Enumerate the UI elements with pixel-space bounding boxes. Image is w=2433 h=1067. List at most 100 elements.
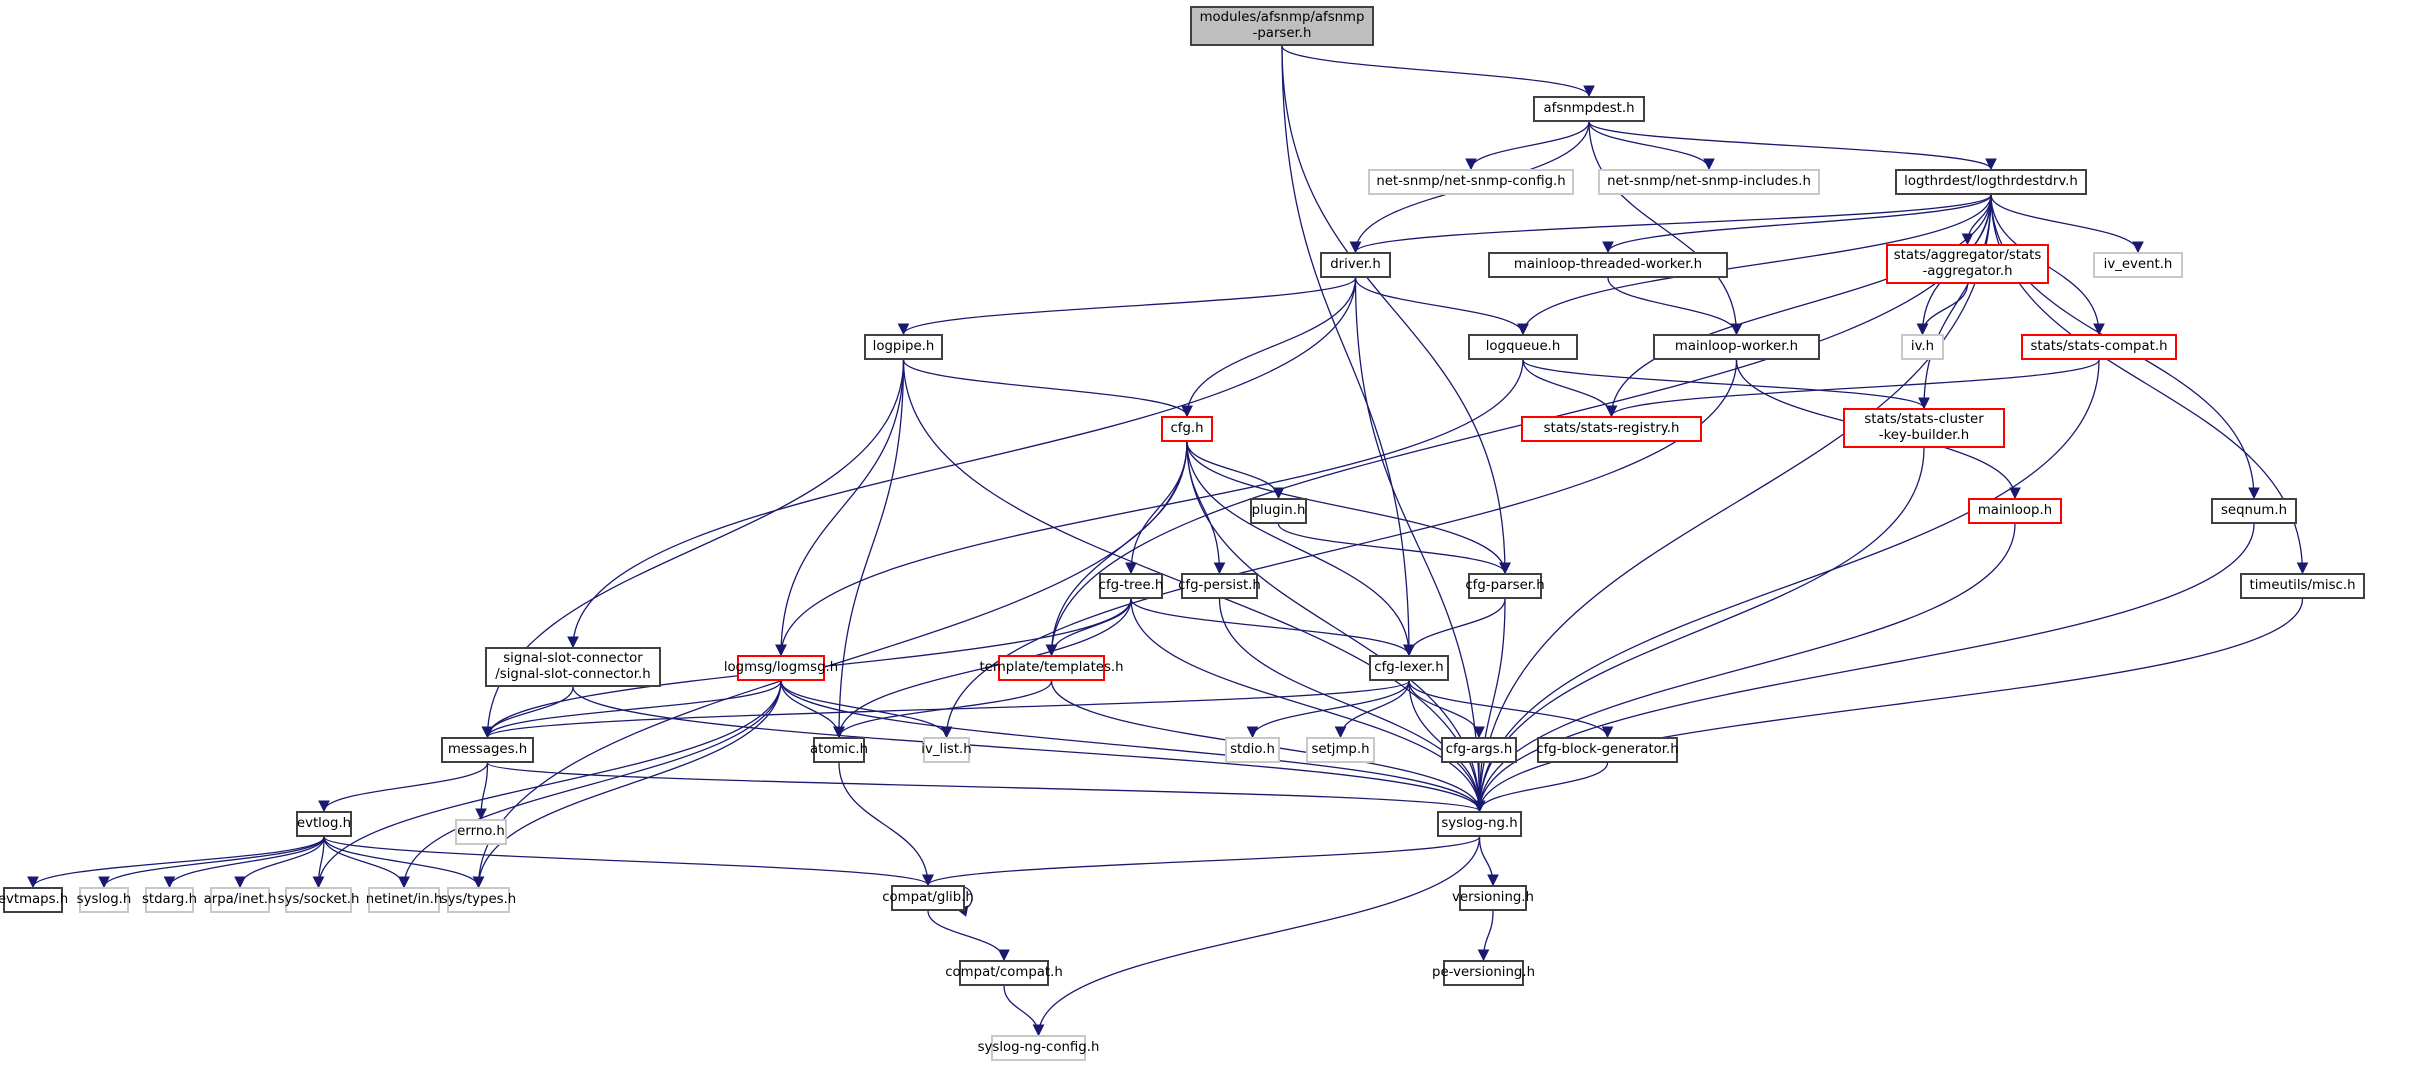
node-messages[interactable]: messages.h: [441, 737, 534, 763]
node-logpipe[interactable]: logpipe.h: [864, 334, 943, 360]
node-label: cfg-block-generator.h: [1536, 742, 1679, 757]
edge-logthrdestdrv-to-ivevent: [1990, 194, 2144, 254]
node-label: syslog.h: [76, 892, 132, 907]
node-statsreg[interactable]: stats/stats-registry.h: [1521, 416, 1702, 442]
edge-evtlog-to-netinetin: [323, 836, 410, 889]
edge-logthrdestdrv-to-driver: [1349, 194, 1992, 254]
node-label: mainloop-worker.h: [1674, 339, 1799, 354]
node-evtlog[interactable]: evtlog.h: [296, 811, 352, 837]
node-label: cfg.h: [1170, 421, 1204, 436]
edge-statscompat-to-statsreg: [1605, 359, 2100, 418]
edge-mainloop-to-syslogng: [1473, 523, 2016, 813]
node-label: net-snmp/net-snmp-config.h: [1376, 174, 1566, 189]
node-statsckb[interactable]: stats/stats-cluster -key-builder.h: [1843, 408, 2005, 448]
node-label: logqueue.h: [1485, 339, 1561, 354]
edge-mltw-to-mlworker: [1607, 277, 1743, 336]
node-label: atomic.h: [809, 742, 869, 757]
node-ivh: iv.h: [1901, 334, 1944, 360]
node-label: timeutils/misc.h: [2249, 578, 2356, 593]
node-label: iv_event.h: [2103, 257, 2173, 272]
node-label: cfg-args.h: [1445, 742, 1513, 757]
edge-cfg-to-cfgpersist: [1186, 441, 1226, 575]
node-label: sys/socket.h: [277, 892, 360, 907]
node-label: signal-slot-connector /signal-slot-conne…: [495, 651, 651, 682]
node-statsagg[interactable]: stats/aggregator/stats -aggregator.h: [1886, 244, 2049, 284]
edge-cfg-to-systypes: [472, 441, 1188, 889]
node-mlworker[interactable]: mainloop-worker.h: [1653, 334, 1820, 360]
node-root[interactable]: modules/afsnmp/afsnmp -parser.h: [1190, 6, 1374, 46]
edge-logqueue-to-statsreg: [1522, 359, 1618, 418]
node-label: net-snmp/net-snmp-includes.h: [1607, 174, 1811, 189]
node-statscompat[interactable]: stats/stats-compat.h: [2021, 334, 2177, 360]
node-syslogng[interactable]: syslog-ng.h: [1437, 811, 1522, 837]
edge-logpipe-to-atomic: [833, 359, 905, 739]
edge-evtlog-to-stdarg: [163, 836, 325, 889]
edge-logpipe-to-cfg: [902, 359, 1193, 418]
edge-syslogng-to-versioning: [1478, 836, 1499, 887]
edge-evtlog-to-arpainet: [234, 836, 325, 889]
node-templates[interactable]: template/templates.h: [979, 655, 1124, 681]
node-logmsg[interactable]: logmsg/logmsg.h: [724, 655, 838, 681]
edge-logmsg-to-atomic: [780, 680, 845, 739]
node-mltw[interactable]: mainloop-threaded-worker.h: [1488, 252, 1728, 278]
edge-logmsg-to-ivlist: [780, 680, 953, 739]
node-slngconfig: syslog-ng-config.h: [978, 1035, 1099, 1061]
node-versioning[interactable]: versioning.h: [1452, 885, 1534, 911]
node-cfgparser[interactable]: cfg-parser.h: [1465, 573, 1545, 599]
node-label: driver.h: [1330, 257, 1381, 272]
edge-messages-to-evtlog: [318, 762, 489, 813]
edge-afsnmpdest-to-mlworker: [1588, 121, 1743, 336]
edge-root-to-afsnmpdest: [1281, 45, 1595, 98]
node-logthrdestdrv[interactable]: logthrdest/logthrdestdrv.h: [1895, 169, 2087, 195]
node-cfglexer[interactable]: cfg-lexer.h: [1369, 655, 1449, 681]
node-cfgtree[interactable]: cfg-tree.h: [1099, 573, 1163, 599]
node-label: template/templates.h: [979, 660, 1124, 675]
edge-compatglib-to-compatcompat: [927, 910, 1010, 962]
node-label: plugin.h: [1251, 503, 1306, 518]
node-timeutils[interactable]: timeutils/misc.h: [2240, 573, 2365, 599]
node-plugin[interactable]: plugin.h: [1250, 498, 1307, 524]
node-compatcompat[interactable]: compat/compat.h: [945, 960, 1063, 986]
edge-logmsg-to-syslogng: [780, 680, 1486, 813]
node-label: netinet/in.h: [365, 892, 443, 907]
node-label: arpa/inet.h: [203, 892, 277, 907]
node-logqueue[interactable]: logqueue.h: [1468, 334, 1578, 360]
node-label: compat/compat.h: [945, 965, 1063, 980]
edge-driver-to-logqueue: [1354, 277, 1529, 336]
node-cfg[interactable]: cfg.h: [1161, 416, 1213, 442]
node-label: seqnum.h: [2220, 503, 2287, 518]
node-label: errno.h: [457, 824, 505, 839]
node-compatglib[interactable]: compat/glib.h: [882, 885, 974, 911]
node-systypes: sys/types.h: [441, 887, 516, 913]
edge-cfgargs-to-syslogng: [1473, 762, 1486, 813]
node-ivlist: iv_list.h: [921, 737, 972, 763]
node-mainloop[interactable]: mainloop.h: [1968, 498, 2062, 524]
node-ssc[interactable]: signal-slot-connector /signal-slot-conne…: [485, 647, 661, 687]
node-driver[interactable]: driver.h: [1320, 252, 1391, 278]
node-afsnmpdest[interactable]: afsnmpdest.h: [1533, 96, 1645, 122]
node-label: evtmaps.h: [0, 892, 69, 907]
node-label: stats/aggregator/stats -aggregator.h: [1893, 248, 2042, 279]
node-label: iv_list.h: [921, 742, 972, 757]
node-atomic[interactable]: atomic.h: [809, 737, 869, 763]
node-cfgbg[interactable]: cfg-block-generator.h: [1536, 737, 1679, 763]
edge-logqueue-to-logmsg: [775, 359, 1524, 657]
edge-syslogng-to-compatglib: [922, 836, 1481, 887]
node-label: stats/stats-compat.h: [2030, 339, 2168, 354]
node-label: syslog-ng.h: [1441, 816, 1518, 831]
node-peversioning[interactable]: pe-versioning.h: [1432, 960, 1535, 986]
node-cfgargs[interactable]: cfg-args.h: [1441, 737, 1517, 763]
node-evtmaps[interactable]: evtmaps.h: [0, 887, 68, 913]
node-label: versioning.h: [1452, 890, 1534, 905]
edge-cfg-to-cfgparser: [1186, 441, 1511, 575]
node-seqnum[interactable]: seqnum.h: [2211, 498, 2297, 524]
edge-root-to-cfglexer: [1281, 45, 1415, 657]
edge-logmsg-to-netinetin: [398, 680, 782, 889]
edge-driver-to-cfg: [1181, 277, 1357, 418]
node-label: mainloop-threaded-worker.h: [1513, 257, 1703, 272]
edge-messages-to-errno: [475, 762, 489, 821]
edge-cfgparser-to-syslogng: [1473, 598, 1506, 813]
node-label: stats/stats-cluster -key-builder.h: [1864, 412, 1984, 443]
node-cfgpersist[interactable]: cfg-persist.h: [1178, 573, 1261, 599]
edge-logqueue-to-statsckb: [1522, 359, 1930, 410]
